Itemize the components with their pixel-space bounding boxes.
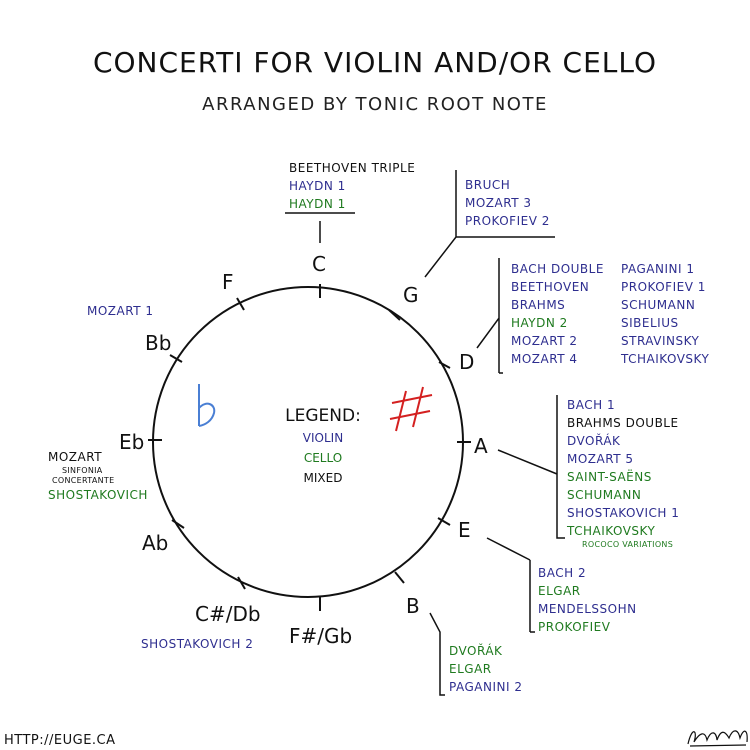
concerto-elgar-b: ELGAR bbox=[449, 662, 492, 676]
concerto-bruch: BRUCH bbox=[465, 178, 511, 192]
tick-B bbox=[394, 571, 405, 584]
concerto-shostakovich-cello: SHOSTAKOVICH bbox=[48, 488, 148, 502]
tick-Bb bbox=[169, 354, 183, 363]
bracket-C bbox=[285, 212, 355, 243]
site-url: HTTP://EUGE.CA bbox=[4, 733, 116, 748]
note-E-flat: Eb bbox=[119, 430, 145, 454]
note-D: D bbox=[459, 350, 475, 374]
concerto-tchaikovsky-cello: TCHAIKOVSKY bbox=[567, 524, 656, 538]
group-B: DVOŘÁK ELGAR PAGANINI 2 bbox=[449, 642, 522, 696]
concerto-mozart-4: MOZART 4 bbox=[511, 352, 578, 366]
legend-cello: CELLO bbox=[303, 451, 343, 465]
concerto-dvorak-violin: DVOŘÁK bbox=[567, 434, 621, 448]
concerto-haydn-1-violin: HAYDN 1 bbox=[289, 179, 346, 193]
note-A: A bbox=[474, 434, 488, 458]
rococo-variations-note: ROCOCO VARIATIONS bbox=[582, 540, 674, 549]
concerto-tchaikovsky-violin: TCHAIKOVSKY bbox=[621, 352, 710, 366]
note-E: E bbox=[458, 518, 471, 542]
concerto-brahms: BRAHMS bbox=[511, 298, 566, 312]
signature-scribble bbox=[687, 730, 748, 747]
concerto-mendelssohn: MENDELSSOHN bbox=[538, 602, 637, 616]
tick-Cs bbox=[237, 576, 246, 590]
page-subtitle: ARRANGED BY TONIC ROOT NOTE bbox=[202, 94, 548, 115]
legend-violin: VIOLIN bbox=[302, 431, 344, 445]
concerto-shostakovich-2: SHOSTAKOVICH 2 bbox=[141, 637, 254, 651]
tick-Ab bbox=[171, 519, 185, 529]
bracket-B bbox=[429, 612, 445, 696]
concerto-saint-saens: SAINT-SAËNS bbox=[567, 470, 652, 484]
concerto-dvorak-cello: DVOŘÁK bbox=[449, 644, 503, 658]
concerto-haydn-2: HAYDN 2 bbox=[511, 316, 568, 330]
tick-D bbox=[438, 361, 451, 369]
group-C-sharp: SHOSTAKOVICH 2 bbox=[141, 635, 253, 653]
group-brackets bbox=[285, 170, 565, 696]
group-A: BACH 1 BRAHMS DOUBLE DVOŘÁK MOZART 5 SAI… bbox=[567, 396, 679, 550]
concerto-mozart-1: MOZART 1 bbox=[87, 304, 154, 318]
group-G: BRUCH MOZART 3 PROKOFIEV 2 bbox=[465, 176, 550, 230]
concerto-elgar-e: ELGAR bbox=[538, 584, 581, 598]
note-A-flat: Ab bbox=[142, 531, 169, 555]
concerto-mozart-5: MOZART 5 bbox=[567, 452, 634, 466]
concerto-schumann-cello: SCHUMANN bbox=[567, 488, 642, 502]
tick-G bbox=[388, 309, 401, 321]
concerto-paganini-1: PAGANINI 1 bbox=[621, 262, 695, 276]
bracket-D bbox=[476, 258, 503, 374]
bracket-G bbox=[424, 170, 555, 278]
concerto-prokofiev-2: PROKOFIEV 2 bbox=[465, 214, 550, 228]
concerto-mozart-2: MOZART 2 bbox=[511, 334, 578, 348]
note-G: G bbox=[403, 283, 419, 307]
note-B-flat: Bb bbox=[145, 331, 172, 355]
tick-F bbox=[236, 297, 245, 311]
group-E-flat: MOZART SINFONIA CONCERTANTE SHOSTAKOVICH bbox=[48, 448, 148, 504]
concerto-sibelius: SIBELIUS bbox=[621, 316, 679, 330]
concerto-bach-2: BACH 2 bbox=[538, 566, 587, 580]
concerto-bach-double: BACH DOUBLE bbox=[511, 262, 604, 276]
flat-symbol bbox=[198, 384, 216, 427]
note-ticks bbox=[148, 284, 471, 611]
group-C: BEETHOVEN TRIPLE HAYDN 1 HAYDN 1 bbox=[289, 159, 415, 213]
legend-mixed: MIXED bbox=[303, 471, 343, 485]
concerto-bach-1: BACH 1 bbox=[567, 398, 616, 412]
group-D-column-2: PAGANINI 1 PROKOFIEV 1 SCHUMANN SIBELIUS… bbox=[621, 260, 709, 368]
concerto-prokofiev-1: PROKOFIEV 1 bbox=[621, 280, 706, 294]
note-F-sharp-G-flat: F#/Gb bbox=[289, 624, 353, 648]
concerto-stravinsky: STRAVINSKY bbox=[621, 334, 700, 348]
tick-E bbox=[437, 517, 451, 526]
sinfonia-note: SINFONIA bbox=[62, 466, 103, 475]
concerto-brahms-double: BRAHMS DOUBLE bbox=[567, 416, 679, 430]
bracket-E bbox=[486, 537, 535, 633]
legend: LEGEND: VIOLIN CELLO MIXED bbox=[268, 404, 378, 488]
group-B-flat: MOZART 1 bbox=[87, 302, 153, 320]
concerto-beethoven: BEETHOVEN bbox=[511, 280, 590, 294]
group-E: BACH 2 ELGAR MENDELSSOHN PROKOFIEV bbox=[538, 564, 637, 636]
page-title: CONCERTI FOR VIOLIN AND/OR CELLO bbox=[92, 46, 658, 79]
sharp-symbol bbox=[389, 386, 433, 432]
concerto-shostakovich-1: SHOSTAKOVICH 1 bbox=[567, 506, 680, 520]
concerto-prokofiev-e: PROKOFIEV bbox=[538, 620, 611, 634]
note-C: C bbox=[312, 252, 326, 276]
note-C-sharp-D-flat: C#/Db bbox=[195, 602, 261, 626]
concerto-schumann-violin: SCHUMANN bbox=[621, 298, 696, 312]
concerto-mozart-3: MOZART 3 bbox=[465, 196, 532, 210]
concerto-paganini-2: PAGANINI 2 bbox=[449, 680, 523, 694]
bracket-A bbox=[497, 395, 565, 539]
group-D-column-1: BACH DOUBLE BEETHOVEN BRAHMS HAYDN 2 MOZ… bbox=[511, 260, 604, 368]
note-B: B bbox=[406, 594, 420, 618]
note-F: F bbox=[222, 270, 234, 294]
concerto-beethoven-triple: BEETHOVEN TRIPLE bbox=[289, 161, 416, 175]
legend-heading: LEGEND: bbox=[285, 406, 361, 426]
concerto-haydn-1-cello: HAYDN 1 bbox=[289, 197, 346, 211]
concertante-note: CONCERTANTE bbox=[52, 476, 115, 485]
concerto-mozart-sinfonia: MOZART bbox=[48, 450, 103, 464]
